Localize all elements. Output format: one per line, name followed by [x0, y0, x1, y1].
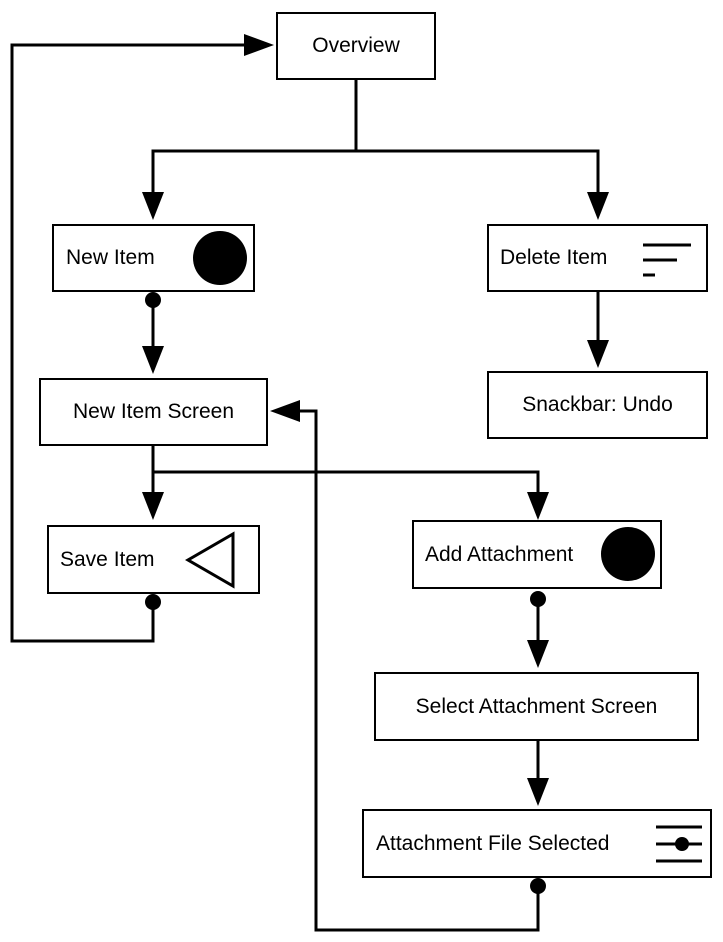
filled-circle-icon [601, 527, 655, 581]
connector-dot [530, 878, 546, 894]
edge-overview-to-new-item [151, 80, 358, 192]
node-label: New Item Screen [72, 400, 235, 423]
slider-handle-icon [656, 825, 702, 863]
node-overview: Overview [276, 12, 436, 80]
node-label: Save Item [60, 547, 155, 571]
edge-save-item-to-overview [10, 43, 244, 643]
node-label: Overview [312, 34, 400, 57]
edge-file-selected-to-new-item-screen [300, 409, 540, 932]
swipe-lines-icon [643, 243, 691, 277]
arrowhead [527, 492, 549, 520]
edge-new-item-screen-to-add-attachment [153, 470, 540, 492]
arrowhead [142, 492, 164, 520]
node-save-item: Save Item [47, 525, 260, 594]
arrowhead [527, 778, 549, 806]
arrowhead [527, 640, 549, 668]
node-label: Attachment File Selected [376, 831, 610, 855]
node-add-attachment: Add Attachment [412, 520, 662, 589]
node-label: Select Attachment Screen [415, 694, 658, 718]
arrowhead [270, 400, 300, 422]
connector-dot [145, 594, 161, 610]
filled-circle-icon [193, 231, 247, 285]
arrowhead [142, 192, 164, 220]
node-label: Snackbar: Undo [522, 393, 673, 416]
arrowhead [142, 346, 164, 374]
node-new-item: New Item [52, 224, 255, 292]
node-snackbar-undo: Snackbar: Undo [487, 371, 708, 439]
node-delete-item: Delete Item [487, 224, 708, 292]
edge-overview-to-delete-item [356, 149, 600, 192]
back-triangle-icon [185, 531, 235, 589]
node-new-item-screen: New Item Screen [39, 378, 268, 446]
node-attachment-file-selected: Attachment File Selected [362, 809, 712, 878]
node-label: Delete Item [500, 246, 608, 269]
connector-dot [145, 292, 161, 308]
node-select-attachment-screen: Select Attachment Screen [374, 672, 699, 741]
node-label: Add Attachment [425, 542, 574, 566]
node-label: New Item [66, 246, 155, 269]
arrowhead [587, 340, 609, 368]
arrowhead [587, 192, 609, 220]
connector-dot [530, 591, 546, 607]
arrowhead [244, 34, 274, 56]
